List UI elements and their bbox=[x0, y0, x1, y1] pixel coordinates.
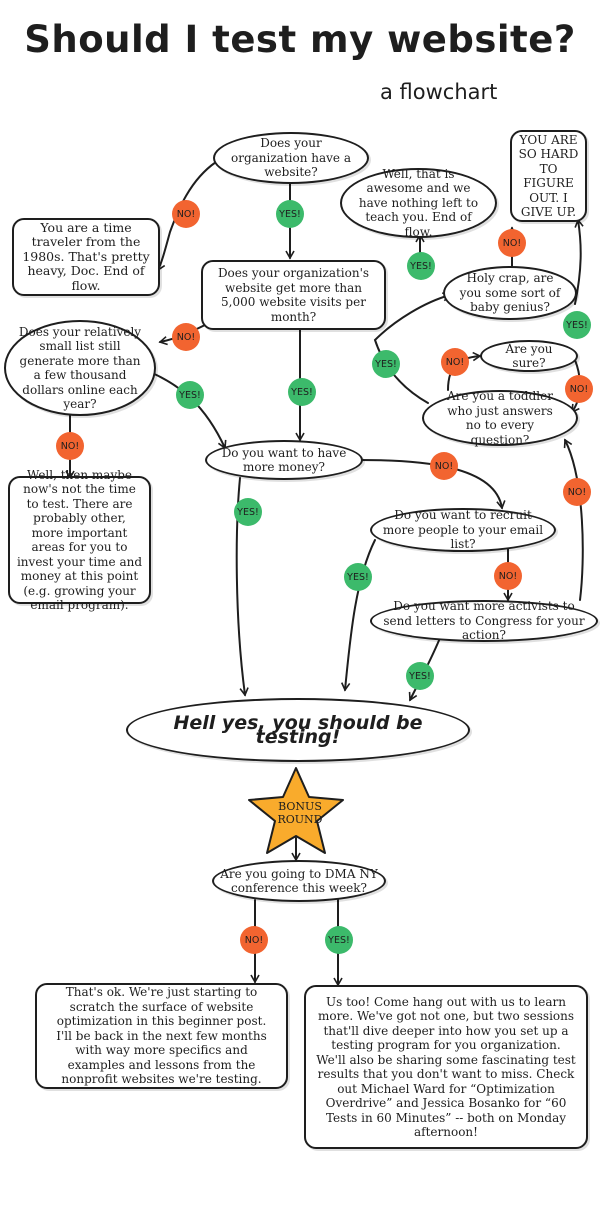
node-thats-ok: That's ok. We're just starting to scratc… bbox=[35, 983, 288, 1089]
badge-no-visits: NO! bbox=[172, 323, 200, 351]
page-title: Should I test my website? bbox=[24, 18, 576, 61]
arrow-activists-no bbox=[563, 438, 584, 601]
node-activists: Do you want more activists to send lette… bbox=[370, 599, 598, 642]
badge-yes-email: YES! bbox=[344, 563, 372, 591]
badge-yes-give-up: YES! bbox=[563, 311, 591, 339]
bonus-star-icon bbox=[248, 767, 344, 854]
badge-yes-genius: YES! bbox=[407, 252, 435, 280]
node-are-you-sure: Are you sure? bbox=[480, 340, 578, 372]
arrow-money-yes bbox=[235, 477, 249, 697]
badge-no-money: NO! bbox=[430, 452, 458, 480]
badge-yes-activists: YES! bbox=[406, 662, 434, 690]
badge-yes-visits: YES! bbox=[288, 378, 316, 406]
arrow-email-yes bbox=[340, 539, 376, 692]
node-us-too: Us too! Come hang out with us to learn m… bbox=[304, 985, 588, 1149]
arrow-website-no bbox=[156, 161, 217, 272]
badge-no-sure: NO! bbox=[565, 375, 593, 403]
badge-no-website: NO! bbox=[172, 200, 200, 228]
node-more-money: Do you want to have more money? bbox=[205, 440, 363, 480]
badge-yes-website: YES! bbox=[276, 200, 304, 228]
badge-yes-toddler: YES! bbox=[372, 350, 400, 378]
node-awesome: Well, that is awesome and we have nothin… bbox=[340, 167, 497, 239]
badge-no-email: NO! bbox=[494, 562, 522, 590]
node-baby-genius: Holy crap, are you some sort of baby gen… bbox=[443, 266, 577, 320]
node-has-website: Does your organization have a website? bbox=[213, 132, 369, 184]
node-give-up: YOU ARE SO HARD TO FIGURE OUT. I GIVE UP… bbox=[510, 130, 587, 222]
badge-yes-dma: YES! bbox=[325, 926, 353, 954]
arrow-toddler-yes bbox=[373, 292, 452, 404]
node-toddler: Are you a toddler who just answers no to… bbox=[422, 389, 578, 447]
badge-no-toddler: NO! bbox=[441, 348, 469, 376]
badge-no-activists: NO! bbox=[563, 478, 591, 506]
page-subtitle: a flowchart bbox=[380, 80, 498, 104]
badge-no-small-list: NO! bbox=[56, 432, 84, 460]
node-dma-conference: Are you going to DMA NY conference this … bbox=[212, 860, 386, 902]
badge-no-dma: NO! bbox=[240, 926, 268, 954]
node-maybe-not-time: Well, then maybe now's not the time to t… bbox=[8, 468, 151, 612]
badge-yes-small-list: YES! bbox=[176, 381, 204, 409]
bonus-round-label: BONUS ROUND bbox=[277, 800, 323, 826]
node-hell-yes: Hell yes, you should be testing! bbox=[126, 698, 470, 762]
node-small-list: Does your relatively small list still ge… bbox=[4, 320, 156, 416]
node-email-list: Do you want to recruit more people to yo… bbox=[370, 508, 556, 552]
badge-no-genius: NO! bbox=[498, 229, 526, 257]
node-website-visits: Does your organization's website get mor… bbox=[201, 260, 386, 330]
badge-yes-money: YES! bbox=[234, 498, 262, 526]
node-time-traveler: You are a time traveler from the 1980s. … bbox=[12, 218, 160, 296]
